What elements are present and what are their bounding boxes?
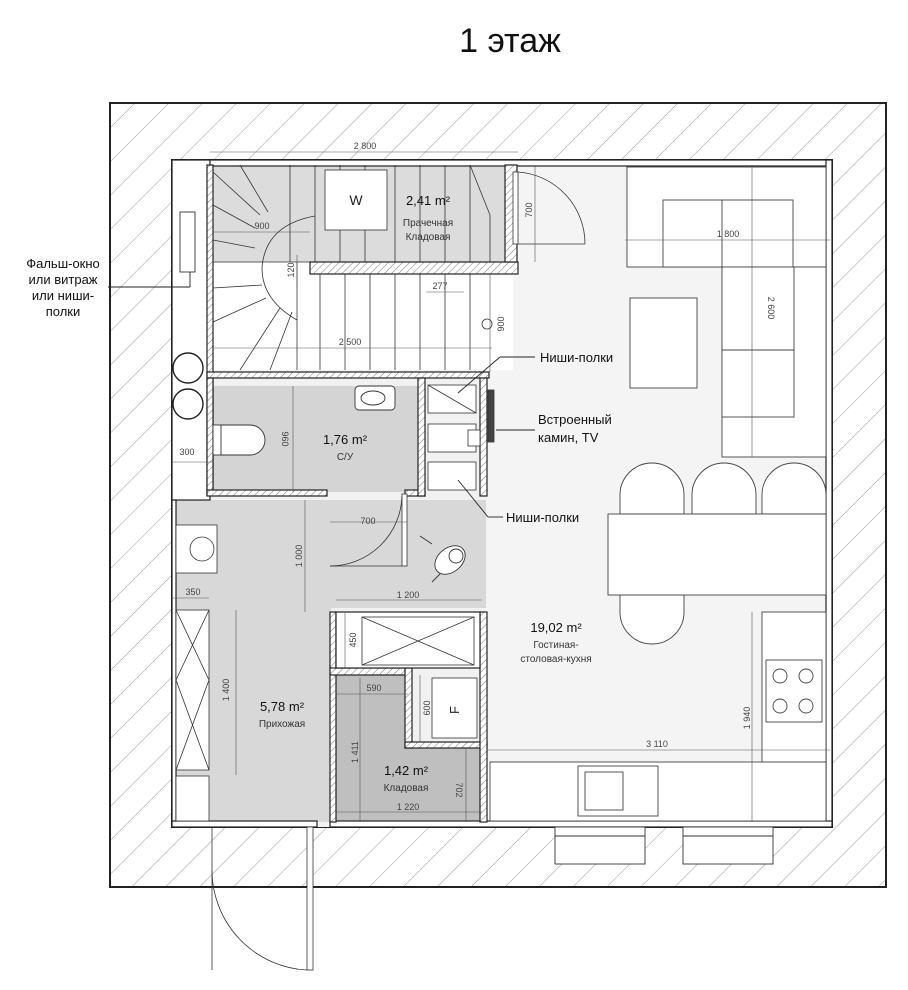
- washer-label: W: [349, 192, 363, 208]
- dim-2500: 2 500: [339, 337, 362, 347]
- windows: [179, 211, 774, 865]
- hall-name: Прихожая: [259, 719, 305, 730]
- dim-590: 590: [366, 683, 381, 693]
- callout-fireplace-1: Встроенный: [538, 412, 612, 427]
- room-labels: 2,41 m² Прачечная Кладовая 1,76 m² С/У 1…: [259, 193, 592, 794]
- dimension-labels: 2 800 900 700 1 800 120 277 900 2 500 2 …: [179, 141, 776, 812]
- callout-fireplace-2: камин, TV: [538, 430, 599, 445]
- dim-600: 600: [422, 700, 432, 715]
- storage-name: Кладовая: [384, 783, 429, 794]
- bathroom-door: [329, 493, 408, 567]
- corner-sofa: [626, 166, 827, 458]
- living-name-1: Гостиная-: [533, 640, 578, 651]
- dim-960: 960: [280, 431, 290, 446]
- hall-fixtures: [175, 524, 218, 822]
- dim-3110: 3 110: [646, 739, 668, 749]
- dim-1220: 1 220: [397, 802, 420, 812]
- callout-false-window-3: или ниши-: [32, 288, 94, 303]
- dim-2600: 2 600: [766, 297, 776, 320]
- dim-1200: 1 200: [397, 590, 420, 600]
- bathroom-name: С/У: [337, 452, 354, 463]
- kitchen: [489, 611, 827, 822]
- callout-niches-bottom: Ниши-полки: [506, 510, 579, 525]
- dim-300: 300: [179, 447, 194, 457]
- washing-machine: W: [324, 169, 388, 231]
- dim-2800: 2 800: [354, 141, 377, 151]
- callout-false-window-1: Фальш-окно: [26, 256, 100, 271]
- dimension-lines: [172, 151, 830, 822]
- laundry-name-1: Прачечная: [403, 218, 453, 229]
- fridge-label: F: [447, 706, 462, 714]
- living-name-2: столовая-кухня: [520, 654, 591, 665]
- dim-1800: 1 800: [717, 229, 740, 239]
- laundry-area: 2,41 m²: [406, 193, 451, 208]
- laundry-name-2: Кладовая: [406, 232, 451, 243]
- staircase: [212, 164, 493, 371]
- dim-700-bath-door: 700: [360, 516, 375, 526]
- wardrobe: [361, 616, 475, 666]
- round-niches: [172, 352, 204, 420]
- dim-700-laundry: 700: [524, 202, 534, 217]
- outer-walls: [171, 159, 833, 828]
- dim-450: 450: [348, 632, 358, 647]
- entry-door: [211, 826, 314, 971]
- fridge: F: [431, 677, 478, 739]
- callout-false-window-2: или витраж: [29, 272, 98, 287]
- callout-false-window-4: полки: [46, 304, 81, 319]
- dining-set: [607, 462, 827, 645]
- dim-900-landing: 900: [496, 316, 506, 331]
- fireplace-niches: [427, 384, 495, 491]
- bathroom-fixtures: [212, 385, 396, 456]
- dim-277: 277: [432, 281, 447, 291]
- dim-900-stair: 900: [254, 221, 269, 231]
- bathroom-area: 1,76 m²: [323, 432, 368, 447]
- dim-1940: 1 940: [742, 707, 752, 730]
- plan-title: 1 этаж: [459, 22, 561, 60]
- dim-1400: 1 400: [221, 679, 231, 702]
- callout-niches-top: Ниши-полки: [540, 350, 613, 365]
- person-figure: [419, 535, 466, 583]
- callouts: Фальш-окно или витраж или ниши- полки Ни…: [26, 256, 613, 525]
- laundry-door: [512, 171, 586, 245]
- living-area: 19,02 m²: [530, 620, 582, 635]
- dim-702: 702: [454, 782, 464, 797]
- dim-1411: 1 411: [350, 741, 360, 763]
- storage-area: 1,42 m²: [384, 763, 429, 778]
- dim-1000: 1 000: [294, 545, 304, 568]
- hall-area: 5,78 m²: [260, 699, 305, 714]
- coffee-table: [629, 297, 698, 389]
- dim-120: 120: [286, 262, 296, 277]
- dim-350: 350: [185, 587, 200, 597]
